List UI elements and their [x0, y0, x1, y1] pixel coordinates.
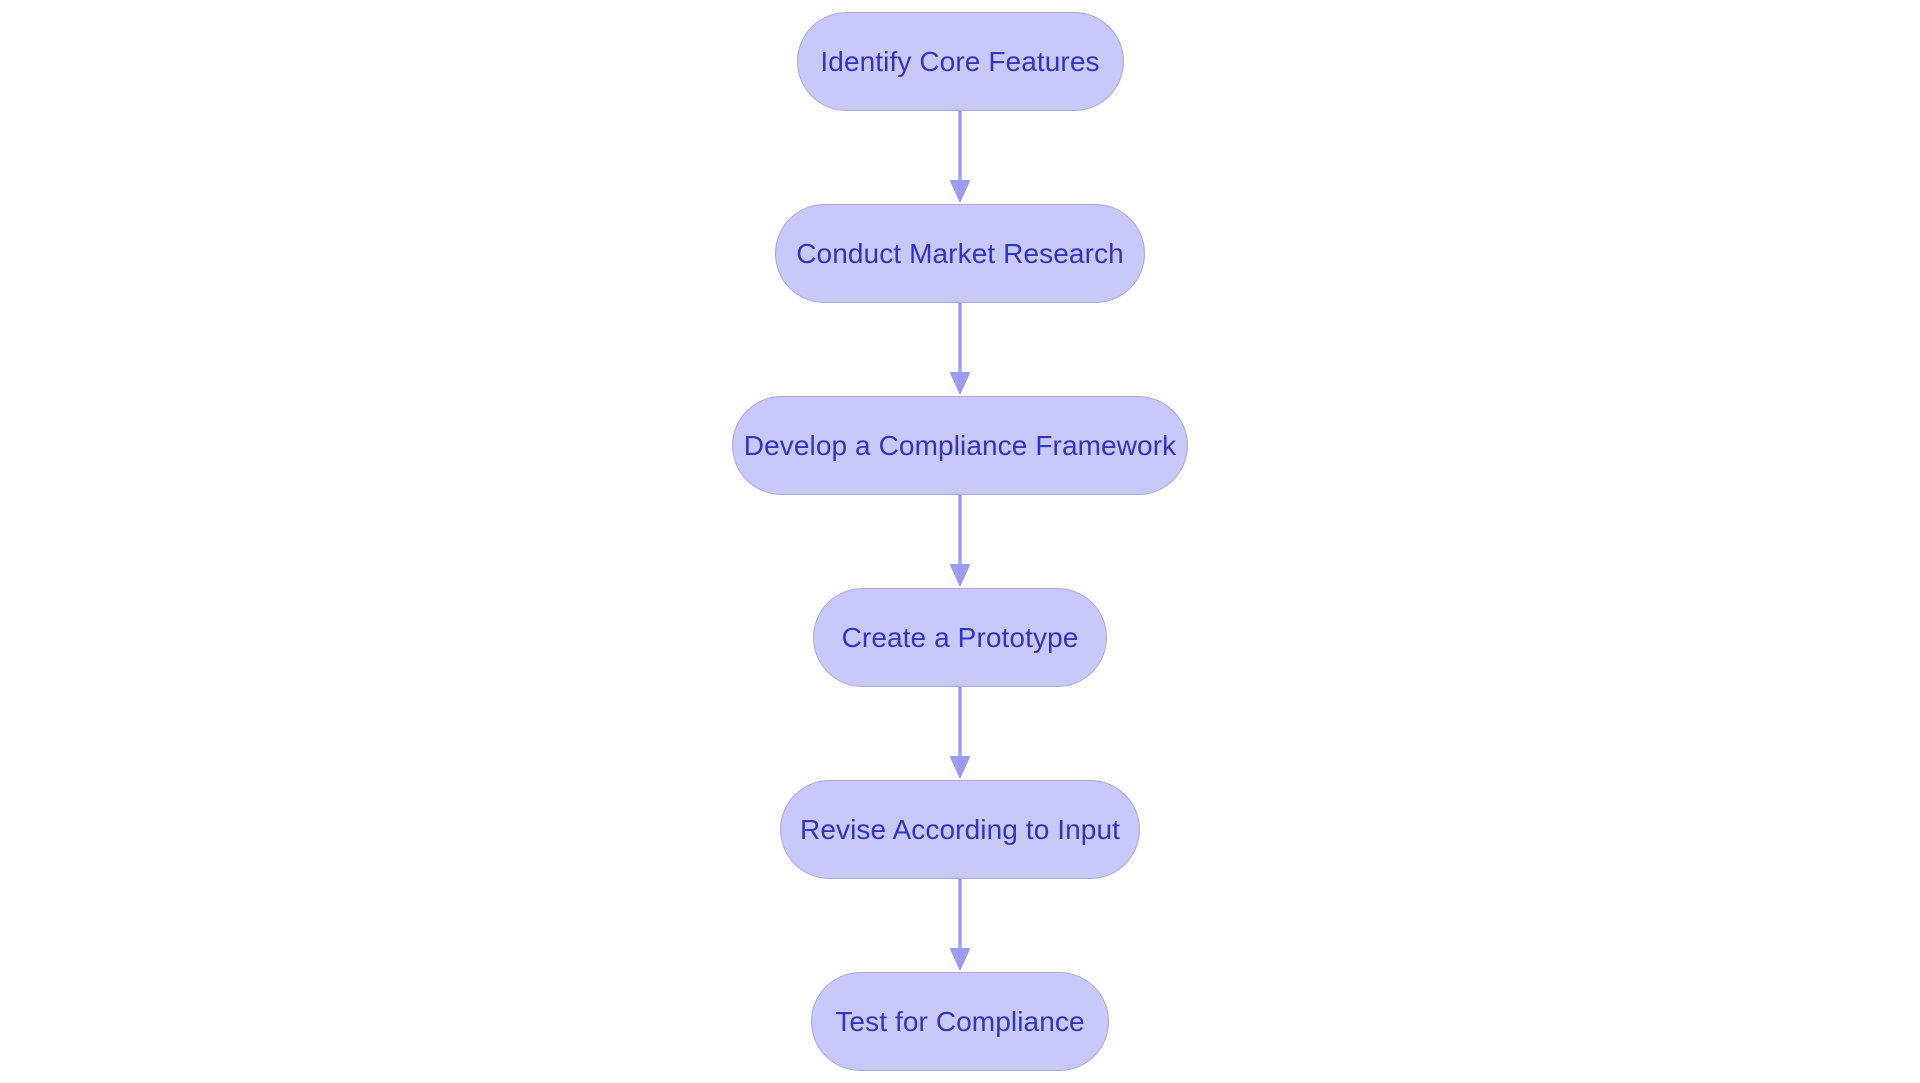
- flow-node-test-for-compliance[interactable]: Test for Compliance: [811, 972, 1109, 1071]
- flow-node-create-a-prototype[interactable]: Create a Prototype: [813, 588, 1107, 687]
- flow-connector-arrow-1: [943, 111, 977, 204]
- flow-node-develop-a-compliance-framework[interactable]: Develop a Compliance Framework: [732, 396, 1188, 495]
- flow-connector-arrow-4: [943, 687, 977, 780]
- flow-connector-arrow-2: [943, 303, 977, 396]
- flow-node-identify-core-features[interactable]: Identify Core Features: [796, 12, 1124, 111]
- flow-node-label: Conduct Market Research: [796, 237, 1124, 269]
- flow-node-label: Identify Core Features: [820, 45, 1100, 77]
- flow-connector-arrow-3: [943, 495, 977, 588]
- flow-node-conduct-market-research[interactable]: Conduct Market Research: [775, 204, 1145, 303]
- flow-node-label: Create a Prototype: [841, 621, 1079, 653]
- flow-node-label: Develop a Compliance Framework: [743, 429, 1177, 461]
- flow-node-label: Test for Compliance: [835, 1005, 1085, 1037]
- flow-node-revise-according-to-input[interactable]: Revise According to Input: [780, 780, 1140, 879]
- flow-node-label: Revise According to Input: [800, 813, 1121, 845]
- flow-connector-arrow-5: [943, 879, 977, 972]
